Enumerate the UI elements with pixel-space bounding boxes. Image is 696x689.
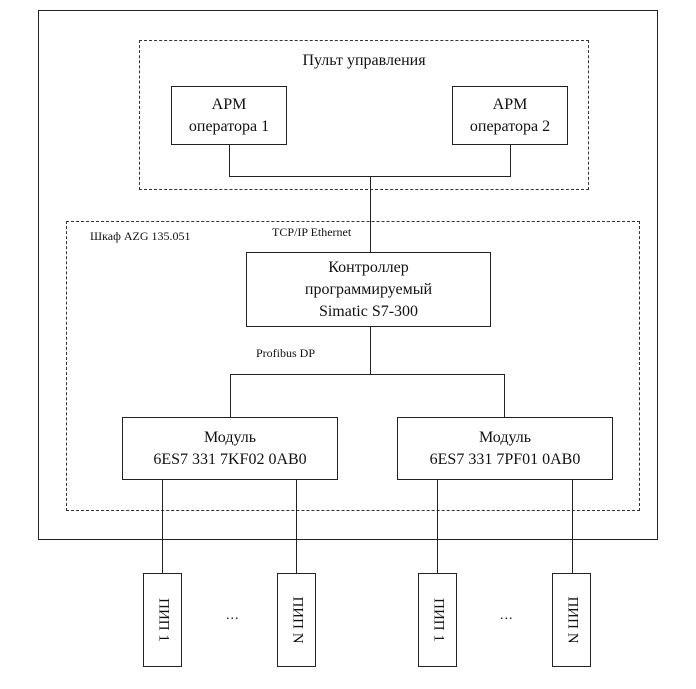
network-label: TCP/IP Ethernet [272, 225, 352, 239]
module-1-line1: Модуль [203, 428, 257, 446]
connector-module-bus [230, 374, 505, 375]
connector-ws2-down [510, 145, 511, 177]
workstation-2-line1: АРМ [492, 95, 528, 113]
connector-ethernet [370, 176, 371, 252]
connector-ws1-down [229, 145, 230, 177]
cabinet-group [66, 221, 640, 511]
connector-module2 [504, 374, 505, 417]
sensor-3-label: ПИП 1 [430, 598, 446, 642]
sensor-2-label: ПИП N [289, 596, 305, 644]
bus-label: Profibus DP [256, 346, 316, 360]
workstation-1-line2: оператора 1 [188, 117, 270, 135]
workstation-2-line2: оператора 2 [469, 117, 551, 135]
connector-module1 [230, 374, 231, 417]
ellipsis-2: ... [500, 608, 514, 623]
controller-line3: Simatic S7-300 [318, 302, 419, 320]
sensor-1: ПИП 1 [143, 573, 182, 667]
sensor-2: ПИП N [277, 573, 316, 667]
ellipsis-1: ... [226, 608, 240, 623]
controller-line1: Контроллер [328, 258, 409, 276]
controller: Контроллер программируемый Simatic S7-30… [246, 252, 491, 327]
sensor-1-label: ПИП 1 [155, 598, 171, 642]
module-2: Модуль 6ES7 331 7PF01 0AB0 [397, 417, 613, 480]
connector-sensor-4 [572, 480, 573, 573]
sensor-4-label: ПИП N [564, 596, 580, 644]
sensor-4: ПИП N [552, 573, 591, 667]
controller-line2: программируемый [304, 280, 433, 298]
connector-profibus [370, 327, 371, 375]
module-1-line2: 6ES7 331 7KF02 0AB0 [153, 450, 307, 468]
module-2-line1: Модуль [478, 428, 532, 446]
control-panel-title: Пульт управления [302, 52, 426, 69]
sensor-3: ПИП 1 [418, 573, 457, 667]
connector-sensor-2 [296, 480, 297, 573]
workstation-1: АРМ оператора 1 [171, 86, 287, 145]
module-1: Модуль 6ES7 331 7KF02 0AB0 [122, 417, 338, 480]
workstation-2: АРМ оператора 2 [452, 86, 568, 145]
module-2-line2: 6ES7 331 7PF01 0AB0 [429, 450, 581, 468]
cabinet-label: Шкаф AZG 135.051 [90, 229, 191, 243]
connector-sensor-3 [437, 480, 438, 573]
connector-sensor-1 [162, 480, 163, 573]
workstation-1-line1: АРМ [211, 95, 247, 113]
control-panel-group [139, 40, 589, 190]
